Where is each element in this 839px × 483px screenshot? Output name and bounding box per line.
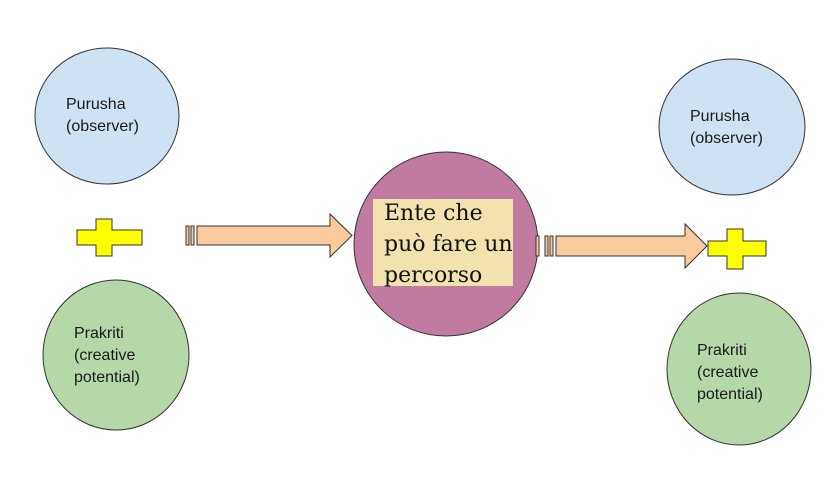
left-prakriti-circle <box>42 279 190 431</box>
right-arrow <box>535 222 708 270</box>
left-prakriti-label-line3: potential) <box>74 369 140 386</box>
left-purusha-label-line1: Purusha <box>66 96 126 113</box>
center-group: Ente che può fare un percorso <box>353 151 539 337</box>
right-prakriti-circle <box>666 292 812 446</box>
left-purusha-label-line2: (observer) <box>66 118 139 135</box>
right-purusha-circle <box>658 58 806 196</box>
right-arrow-tail-stripe <box>535 235 540 257</box>
left-arrow-tail-stripe <box>190 225 195 246</box>
right-purusha-label-line2: (observer) <box>690 130 763 147</box>
right-purusha-label-line1: Purusha <box>690 108 750 125</box>
right-prakriti-label-line2: (creative <box>697 364 758 381</box>
right-arrow-tail-stripe <box>544 235 549 257</box>
left-prakriti-label-line2: (creative <box>74 347 135 364</box>
left-purusha-circle <box>34 47 180 185</box>
left-prakriti-label-line1: Prakriti <box>74 325 124 342</box>
center-label-line2: può fare un <box>384 232 513 257</box>
right-prakriti-label-line1: Prakriti <box>697 342 747 359</box>
center-label-box <box>373 199 513 286</box>
left-arrow-body <box>196 212 353 259</box>
right-plus-icon <box>707 228 767 270</box>
right-prakriti-label-line3: potential) <box>697 386 763 403</box>
right-arrow-body <box>555 222 708 270</box>
right-group: Purusha (observer) Prakriti (creative po… <box>658 58 812 446</box>
right-arrow-tail-stripe <box>549 235 554 257</box>
left-group: Purusha (observer) Prakriti (creative po… <box>34 47 190 431</box>
left-arrow <box>185 212 353 259</box>
center-label-line3: percorso <box>384 263 482 288</box>
center-label-line1: Ente che <box>384 201 483 226</box>
left-plus-icon <box>76 218 143 257</box>
left-arrow-tail-stripe <box>185 225 190 246</box>
